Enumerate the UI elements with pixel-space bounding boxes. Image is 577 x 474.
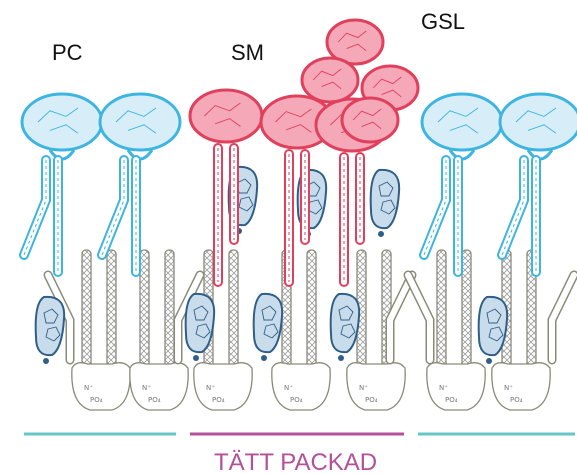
cholesterol-icon xyxy=(36,297,65,364)
svg-text:PO₄: PO₄ xyxy=(212,396,225,404)
svg-text:PO₄: PO₄ xyxy=(445,396,458,404)
cholesterol-icon xyxy=(331,294,360,361)
svg-text:N⁺: N⁺ xyxy=(439,384,448,392)
phospholipid-icon xyxy=(500,94,577,272)
lower-bent-chain xyxy=(408,275,430,360)
sm-label: SM xyxy=(231,40,264,65)
pc-label: PC xyxy=(52,40,83,65)
lower-bent-chain xyxy=(390,275,412,360)
sugar-residue-icon xyxy=(342,98,398,142)
phospholipid-icon xyxy=(22,94,102,272)
lower-bent-chain xyxy=(552,275,574,360)
svg-text:N⁺: N⁺ xyxy=(206,384,215,392)
upper-leaflet xyxy=(22,20,577,282)
gsl-label: GSL xyxy=(421,9,465,34)
cholesterol-icon xyxy=(371,170,400,237)
svg-text:PO₄: PO₄ xyxy=(148,396,161,404)
phospholipid-icon xyxy=(100,94,180,272)
cholesterol-icon xyxy=(254,294,282,361)
phospholipid-icon xyxy=(422,94,502,272)
sugar-residue-icon xyxy=(302,58,358,102)
svg-text:N⁺: N⁺ xyxy=(84,384,93,392)
footer-label: TÄTT PACKAD xyxy=(214,449,377,474)
svg-text:PO₄: PO₄ xyxy=(365,396,378,404)
lower-leaflet-lipid: N⁺ PO₄ xyxy=(72,250,130,410)
svg-text:N⁺: N⁺ xyxy=(504,384,513,392)
svg-text:N⁺: N⁺ xyxy=(284,384,293,392)
svg-text:N⁺: N⁺ xyxy=(359,384,368,392)
svg-text:PO₄: PO₄ xyxy=(510,396,523,404)
svg-text:PO₄: PO₄ xyxy=(90,396,103,404)
svg-text:N⁺: N⁺ xyxy=(142,384,151,392)
svg-text:PO₄: PO₄ xyxy=(290,396,303,404)
